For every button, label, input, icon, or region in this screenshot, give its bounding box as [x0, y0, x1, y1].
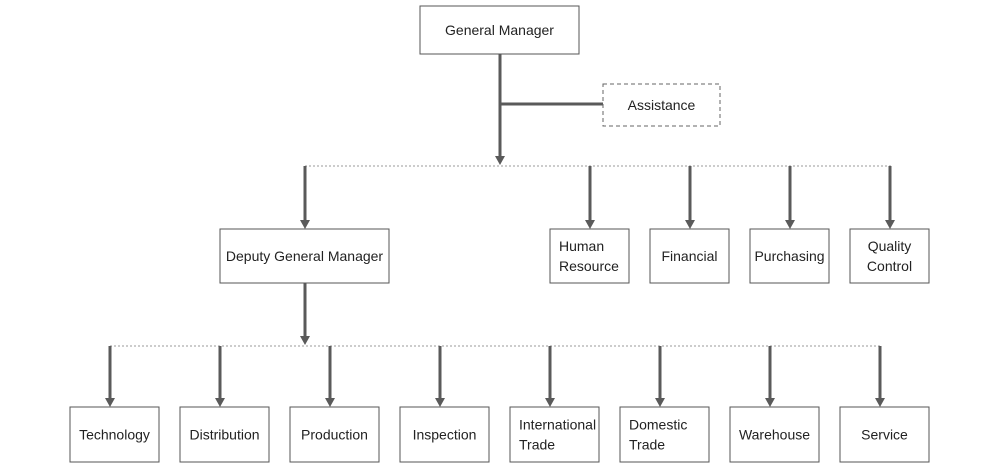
box-domestic-trade-label-1: Domestic: [629, 417, 687, 433]
box-service: Service: [839, 406, 930, 463]
box-assistance: Assistance: [602, 83, 721, 127]
box-production-frame: [289, 406, 380, 463]
box-domestic-trade-label-2: Trade: [629, 437, 665, 453]
box-warehouse-frame: [729, 406, 820, 463]
box-qc-frame: [849, 228, 930, 284]
box-qc-label-2: Control: [867, 258, 912, 274]
box-service-frame: [839, 406, 930, 463]
box-dgm-label-1: Deputy General Manager: [226, 248, 384, 264]
box-inspection-label-1: Inspection: [413, 427, 477, 443]
arrow-to-qc-head: [885, 220, 895, 229]
box-qc-label-1: Quality: [868, 238, 912, 254]
box-distribution: Distribution: [179, 406, 270, 463]
box-financial: Financial: [649, 228, 730, 284]
arrow-to-dgm-head: [300, 220, 310, 229]
box-purchasing-frame: [749, 228, 830, 284]
gm-arrow-head: [495, 156, 505, 165]
arrow-to-purchasing-head: [785, 220, 795, 229]
box-financial-label-1: Financial: [661, 248, 717, 264]
arrow-to-intl-trade-head: [545, 398, 555, 407]
connector-layer: [105, 54, 895, 407]
box-purchasing: Purchasing: [749, 228, 830, 284]
arrow-to-service-head: [875, 398, 885, 407]
box-service-label-1: Service: [861, 427, 908, 443]
box-distribution-label-1: Distribution: [189, 427, 259, 443]
box-warehouse-label-1: Warehouse: [739, 427, 810, 443]
box-gm-frame: [419, 5, 580, 55]
box-production-label-1: Production: [301, 427, 368, 443]
box-intl-trade-label-1: International: [519, 417, 596, 433]
box-gm: General Manager: [419, 5, 580, 55]
arrow-to-technology-head: [105, 398, 115, 407]
box-production: Production: [289, 406, 380, 463]
box-financial-frame: [649, 228, 730, 284]
arrow-to-domestic-trade-head: [655, 398, 665, 407]
arrow-to-warehouse-head: [765, 398, 775, 407]
arrow-to-distribution-head: [215, 398, 225, 407]
box-inspection: Inspection: [399, 406, 490, 463]
box-intl-trade-label-2: Trade: [519, 437, 555, 453]
box-assistance-frame: [602, 83, 721, 127]
arrow-to-hr-head: [585, 220, 595, 229]
box-dgm: Deputy General Manager: [219, 228, 390, 284]
dgm-arrow-head: [300, 336, 310, 345]
box-technology-frame: [69, 406, 160, 463]
arrow-to-production-head: [325, 398, 335, 407]
box-hr-label-1: Human: [559, 238, 604, 254]
box-purchasing-label-1: Purchasing: [754, 248, 824, 264]
arrow-to-inspection-head: [435, 398, 445, 407]
box-distribution-frame: [179, 406, 270, 463]
arrow-to-financial-head: [685, 220, 695, 229]
box-inspection-frame: [399, 406, 490, 463]
box-domestic-trade-frame: [619, 406, 710, 463]
box-hr-label-2: Resource: [559, 258, 619, 274]
box-assistance-label-1: Assistance: [628, 97, 696, 113]
box-intl-trade-frame: [509, 406, 600, 463]
box-technology-label-1: Technology: [79, 427, 150, 443]
box-dgm-frame: [219, 228, 390, 284]
box-technology: Technology: [69, 406, 160, 463]
box-gm-label-1: General Manager: [445, 22, 554, 38]
box-warehouse: Warehouse: [729, 406, 820, 463]
box-hr-frame: [549, 228, 630, 284]
